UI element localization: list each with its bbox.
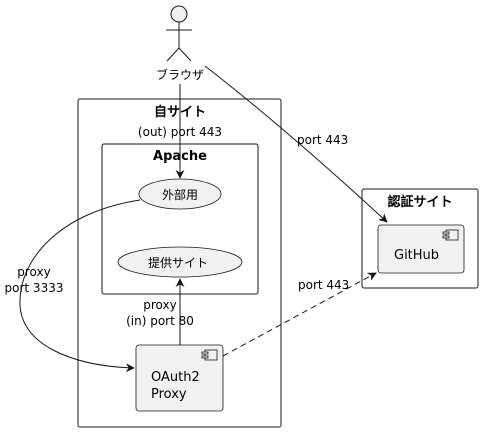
oauth2-proxy-label-line2: Proxy [151,387,187,402]
edge-label-line1: proxy [17,265,50,279]
provided-site-label: 提供サイト [148,255,208,270]
edge-label: (out) port 443 [138,125,222,139]
oauth2-proxy-label-line1: OAuth2 [151,370,200,385]
edge-line [222,272,377,357]
edge-browser-to-external: (out) port 443 [138,84,222,179]
component-icon [201,349,218,361]
github-component: GitHub [377,224,465,274]
actor-right-leg [178,47,192,62]
edge-label: port 443 [298,278,349,292]
external-label: 外部用 [162,187,198,202]
external-ellipse [138,178,222,210]
provided-site-usecase: 提供サイト [117,246,243,278]
github-box [377,224,465,274]
actor-left-leg [166,47,180,62]
auth-site-frame [361,188,479,289]
edge-label-line2: port 3333 [5,281,64,295]
provided-site-ellipse [117,246,243,278]
actor-label: ブラウザ [156,67,204,82]
edge-proxy-to-github: port 443 [222,272,377,357]
edge-browser-to-github: port 443 [204,65,388,223]
edge-line [19,199,141,373]
oauth2-proxy-component: OAuth2 Proxy [135,344,224,412]
component-icon [442,229,459,241]
edge-external-to-proxy: proxy port 3333 [5,199,141,373]
auth-site-container: 認証サイト [361,188,479,289]
auth-site-title: 認証サイト [387,194,452,210]
actor-head [170,5,188,23]
github-label: GitHub [394,248,439,263]
edge-line [204,65,388,223]
browser-actor: ブラウザ [156,5,204,82]
edge-label: port 443 [297,133,348,147]
edge-proxy-to-provided-site: proxy (in) port 80 [126,278,194,345]
edge-label-line2: (in) port 80 [126,314,194,328]
external-usecase: 外部用 [138,178,222,210]
edge-label-line1: proxy [143,298,176,312]
